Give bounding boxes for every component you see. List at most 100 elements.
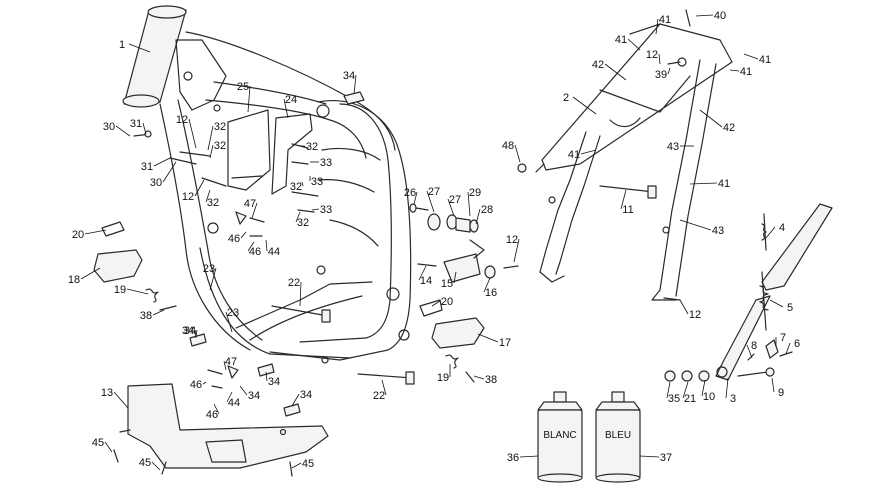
callout-number: 17 <box>499 337 511 349</box>
callout-number: 37 <box>660 452 672 464</box>
callout-number: 44 <box>228 397 240 409</box>
callout-number: 43 <box>712 225 724 237</box>
callout-number: 12 <box>506 234 518 246</box>
spray-can-blanc <box>537 391 583 483</box>
callout-number: 46 <box>228 233 240 245</box>
leader-line <box>265 371 268 382</box>
leader-lines <box>80 14 791 471</box>
callout-number: 38 <box>140 310 152 322</box>
callout-number: 43 <box>667 141 679 153</box>
callout-number: 22 <box>288 277 300 289</box>
leader-line <box>381 379 387 396</box>
callout-number: 32 <box>214 140 226 152</box>
callout-number: 1 <box>119 39 125 51</box>
spray-can-blanc-label: BLANC <box>543 430 576 441</box>
callout-number: 27 <box>428 186 440 198</box>
callout-number: 9 <box>778 387 784 399</box>
callout-number: 38 <box>485 374 497 386</box>
leader-line <box>188 118 197 149</box>
leader-line <box>291 393 300 407</box>
footrests <box>93 221 485 349</box>
callout-number: 34 <box>300 389 312 401</box>
leader-line <box>213 403 220 415</box>
callout-number: 46 <box>206 409 218 421</box>
leader-line <box>104 441 113 453</box>
callout-number: 6 <box>794 338 800 350</box>
callout-number: 41 <box>615 34 627 46</box>
callout-number: 19 <box>437 372 449 384</box>
leader-line <box>301 181 304 187</box>
leader-line <box>627 38 641 51</box>
callout-number: 8 <box>751 340 757 352</box>
callout-number: 41 <box>718 178 730 190</box>
leader-line <box>620 189 627 210</box>
leader-line <box>679 299 689 315</box>
leader-line <box>426 190 435 213</box>
callout-number: 31 <box>130 118 142 130</box>
leader-line <box>311 208 320 211</box>
leader-line <box>701 379 706 397</box>
leader-line <box>194 329 197 339</box>
callout-number: 12 <box>182 191 194 203</box>
main-frame <box>122 5 412 364</box>
leader-line <box>209 144 214 159</box>
leader-line <box>418 265 427 281</box>
spray-can-bleu-label: BLEU <box>605 430 631 441</box>
leader-line <box>195 329 198 337</box>
leader-line <box>194 179 205 197</box>
leader-line <box>162 161 177 183</box>
leader-line <box>695 14 714 17</box>
callout-number: 29 <box>469 187 481 199</box>
leader-line <box>223 360 227 371</box>
callout-number: 23 <box>203 263 215 275</box>
leader-line <box>205 189 211 203</box>
leader-line <box>743 53 759 60</box>
leader-line <box>80 267 101 280</box>
leader-line <box>413 191 418 205</box>
leader-line <box>142 122 147 135</box>
callout-number: 46 <box>249 246 261 258</box>
leader-line <box>513 238 520 263</box>
leader-line <box>283 98 289 119</box>
callout-number: 20 <box>72 229 84 241</box>
leader-line <box>115 125 131 137</box>
callout-number: 34 <box>268 376 280 388</box>
leader-line <box>682 381 689 399</box>
skid-plate <box>119 383 329 469</box>
rear-subframe <box>535 23 733 301</box>
callout-number: 26 <box>404 187 416 199</box>
leader-line <box>475 208 481 225</box>
callout-number: 47 <box>244 198 256 210</box>
callout-number: 46 <box>190 379 202 391</box>
callout-number: 31 <box>141 161 153 173</box>
callout-number: 32 <box>306 141 318 153</box>
leader-line <box>291 462 302 469</box>
callout-number: 48 <box>502 140 514 152</box>
callout-number: 24 <box>285 94 297 106</box>
callout-number: 12 <box>689 309 701 321</box>
leader-line <box>580 149 597 155</box>
leader-line <box>785 342 791 355</box>
callout-number: 3 <box>730 393 736 405</box>
callout-number: 36 <box>507 452 519 464</box>
leader-line <box>207 125 214 151</box>
callout-number: 45 <box>139 457 151 469</box>
leader-line <box>765 226 776 239</box>
leader-line <box>483 277 491 293</box>
leader-line <box>729 69 740 72</box>
spacers <box>409 203 496 283</box>
callout-number: 22 <box>373 390 385 402</box>
leader-line <box>247 241 255 252</box>
leader-line <box>679 219 712 231</box>
leader-line <box>667 67 671 75</box>
callout-number: 32 <box>290 181 302 193</box>
leader-line <box>666 381 671 399</box>
leader-line <box>265 239 268 252</box>
callout-number: 19 <box>114 284 126 296</box>
leader-line <box>699 109 723 128</box>
callout-number: 12 <box>646 49 658 61</box>
callout-number: 27 <box>449 194 461 206</box>
callout-number: 12 <box>176 114 188 126</box>
